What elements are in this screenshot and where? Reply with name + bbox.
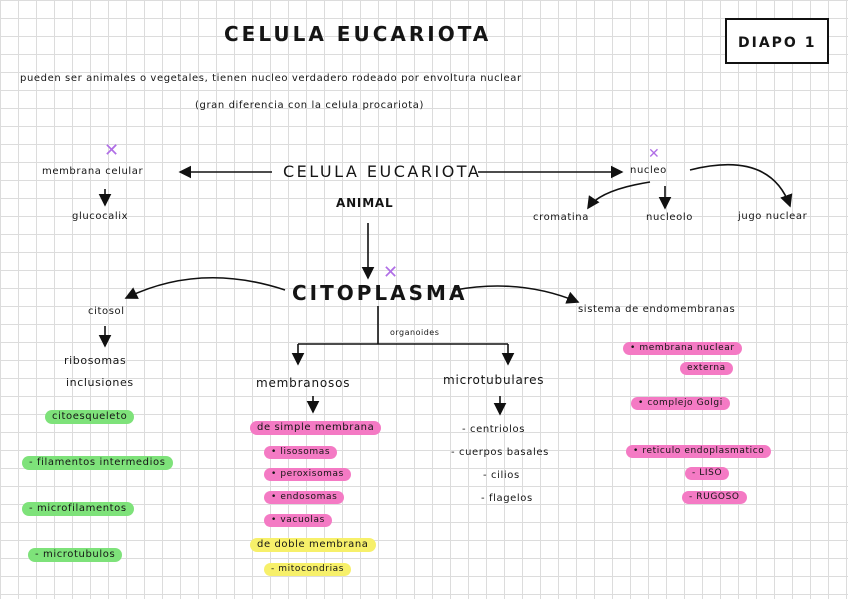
reticulo-highlight: • reticulo endoplasmatico [626,445,772,458]
center-subtitle: ANIMAL [336,196,394,210]
microtubulos-highlight: - microtubulos [28,548,123,562]
arrow-to-jugo [689,163,793,208]
jugo-label: jugo nuclear [738,211,808,222]
page-title: CELULA EUCARIOTA [224,22,492,46]
membranosos-label: membranosos [256,376,351,390]
liso-highlight: - LISO [685,467,730,480]
inclusiones-label: inclusiones [66,376,134,389]
citoesqueleto-highlight: citoesqueleto [45,410,135,424]
cromatina-label: cromatina [533,212,589,223]
citoplasma-label: CITOPLASMA [292,281,468,305]
rugoso-highlight: - RUGOSO [682,491,747,504]
endomembranas-label: sistema de endomembranas [578,304,736,315]
centriolos-label: - centriolos [462,424,526,435]
endosomas-highlight: • endosomas [264,491,345,504]
cuerpos-basales-label: - cuerpos basales [451,447,549,458]
arrow-to-cromatina [587,181,651,210]
membrana-label: membrana celular [42,166,144,177]
simple-membrana-highlight: de simple membrana [250,421,382,435]
vacuolas-highlight: • vacuolas [264,514,332,527]
slide-badge [725,18,829,64]
organoides-label: organoides [390,328,440,337]
membrana-nuclear-highlight: • membrana nuclear [623,342,742,355]
ribosomas-label: ribosomas [64,354,127,367]
glucocalix-label: glucocalix [72,211,129,222]
arrow-to-endomembranas [454,285,580,304]
citosol-label: citosol [88,306,125,317]
mitocondrias-highlight: - mitocondrias [264,563,352,576]
golgi-highlight: • complejo Golgi [631,397,730,410]
externa-highlight: externa [680,362,733,375]
x-mark-icon: ✕ [383,262,399,283]
cilios-label: - cilios [483,470,520,481]
center-title: CELULA EUCARIOTA [283,162,482,181]
microtubulares-label: microtubulares [443,373,545,387]
intro-line-1: pueden ser animales o vegetales, tienen … [20,73,522,84]
peroxisomas-highlight: • peroxisomas [264,468,351,481]
intro-line-2: (gran diferencia con la celula procariot… [195,100,424,111]
flagelos-label: - flagelos [481,493,533,504]
arrow-to-citosol [124,276,286,299]
slide-label: DIAPO 1 [738,35,817,51]
x-mark-icon: ✕ [648,146,660,162]
nucleo-label: nucleo [630,165,667,176]
filamentos-highlight: - filamentos intermedios [22,456,173,470]
microfilamentos-highlight: - microfilamentos [22,502,134,516]
lisosomas-highlight: • lisosomas [264,446,338,459]
doble-membrana-highlight: de doble membrana [250,538,376,552]
x-mark-icon: ✕ [104,140,120,161]
nucleolo-label: nucleolo [646,212,693,223]
